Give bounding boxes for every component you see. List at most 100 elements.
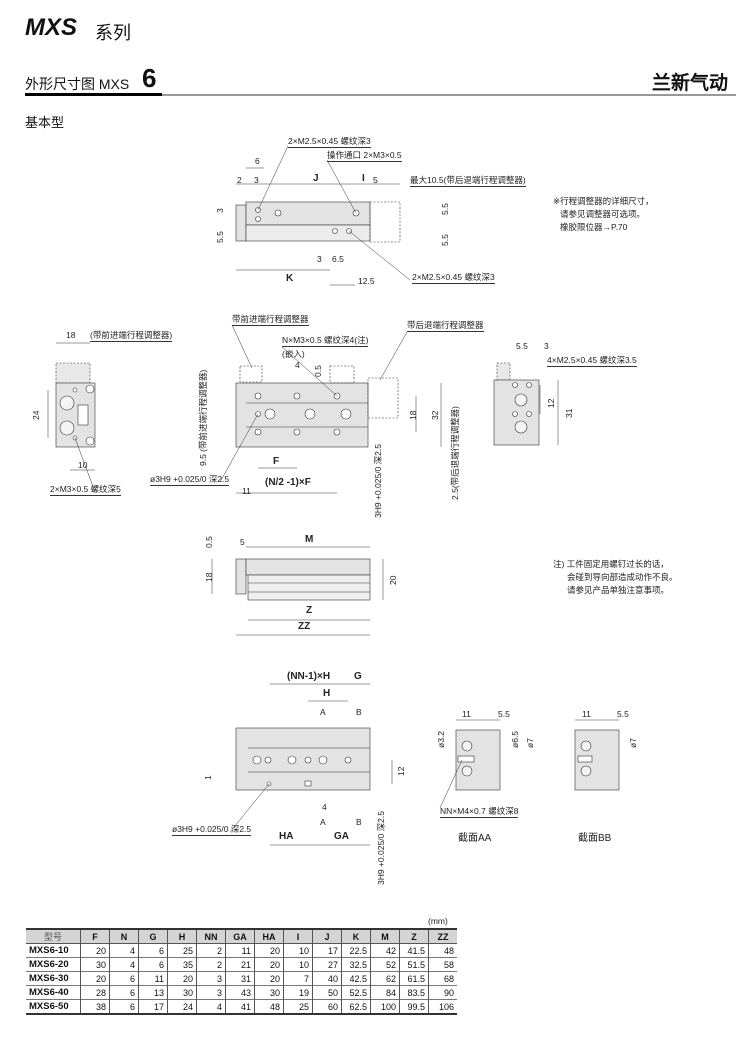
value-cell: 30 (167, 985, 197, 1000)
dim-3-right: 3 (544, 341, 549, 351)
value-cell: 10 (283, 943, 313, 958)
value-cell: 6 (109, 999, 139, 1014)
dim-GA: GA (334, 831, 349, 842)
model-cell: MXS6-50 (29, 1001, 69, 1012)
value-cell: 58 (428, 957, 457, 972)
dim-6.5: 6.5 (332, 254, 344, 264)
value-cell: 4 (196, 999, 226, 1014)
dim-ZZ: ZZ (298, 621, 311, 632)
value-cell: 13 (138, 985, 168, 1000)
bottom-pin-hole-callout: ø3H9 +0.025/0 深2.5 (172, 824, 252, 836)
value-cell: 83.5 (399, 985, 429, 1000)
value-cell: 4 (109, 957, 139, 972)
bottom-pin-hole-vertical: 3H9 +0.025/0 深2.5 (376, 811, 386, 885)
table-header-cell: 型号 (26, 929, 81, 944)
dim-G: G (354, 671, 362, 682)
side-view-end-block (235, 558, 247, 595)
value-cell: 4 (109, 943, 139, 958)
subtitle: 基本型 (25, 115, 65, 130)
dim-v2.5-rear: 2.5(带后退端行程调整器) (450, 406, 460, 500)
value-cell: 11 (138, 971, 168, 986)
adjuster-note-3: 橡胶限位器→P.70 (560, 222, 628, 232)
top-view-table (245, 201, 371, 226)
value-cell: 30 (254, 985, 284, 1000)
dim-12.5: 12.5 (358, 276, 375, 286)
value-cell: 19 (283, 985, 313, 1000)
value-cell: 20 (167, 971, 197, 986)
value-cell: 40 (312, 971, 342, 986)
front-adjuster-paren: (带前进端行程调整器) (90, 330, 173, 342)
series-name: MXS (25, 14, 78, 41)
value-cell: 84 (370, 985, 400, 1000)
value-cell: 41 (225, 999, 255, 1014)
title-rule-gray (162, 94, 736, 96)
embed-label: (嵌入) (282, 349, 305, 359)
table-header-cell: G (138, 929, 168, 944)
table-header-cell: K (341, 929, 371, 944)
value-cell: 7 (283, 971, 313, 986)
value-cell: 106 (428, 999, 457, 1014)
caution-note-1: 注) 工件固定用螺钉过长的话， (553, 559, 669, 569)
bottom-dim-v1: 1 (203, 775, 213, 780)
value-cell: 52 (370, 957, 400, 972)
dim-v5.5-right-a: 5.5 (440, 203, 450, 215)
value-cell: 11 (225, 943, 255, 958)
value-cell: 31 (225, 971, 255, 986)
value-cell: 25 (167, 943, 197, 958)
pin-hole-callout: ø3H9 +0.025/0 深2.5 (150, 474, 230, 486)
value-cell: 41.5 (399, 943, 429, 958)
model-cell: MXS6-40 (29, 987, 69, 998)
value-cell: 100 (370, 999, 400, 1014)
operating-port-label: 操作通口 2×M3×0.5 (327, 150, 402, 162)
bottom-callout-thread: 2×M2.5×0.45 螺纹深3 (412, 272, 495, 284)
section-title: 外形尺寸图 MXS (25, 76, 130, 92)
value-cell: 20 (254, 957, 284, 972)
right-thread-callout: 4×M2.5×0.45 螺纹深3.5 (547, 355, 637, 367)
bb-dim-5.5: 5.5 (617, 709, 629, 719)
dim-6: 6 (255, 156, 260, 166)
table-header-cell: HA (254, 929, 284, 944)
bb-dim-d7: ø7 (628, 738, 638, 748)
dim-18: 18 (66, 330, 76, 340)
value-cell: 42.5 (341, 971, 371, 986)
end-thread-callout: 2×M3×0.5 螺纹深5 (50, 484, 121, 496)
table-header-cell: ZZ (428, 929, 457, 944)
side-dim-5: 5 (240, 537, 245, 547)
value-cell: 6 (109, 985, 139, 1000)
value-cell: 21 (225, 957, 255, 972)
value-cell: 62 (370, 971, 400, 986)
front-adjuster-label: 带前进端行程调整器 (232, 314, 309, 326)
dim-5: 5 (373, 175, 378, 185)
dim-v32: 32 (430, 410, 440, 420)
dim-10: 10 (78, 460, 88, 470)
dim-v5.5-right-b: 5.5 (440, 234, 450, 246)
value-cell: 90 (428, 985, 457, 1000)
top-view-end-block (235, 204, 247, 242)
dim-Z: Z (306, 605, 313, 616)
value-cell: 6 (138, 943, 168, 958)
value-cell: 61.5 (399, 971, 429, 986)
adjuster-note-2: 请参见调整器可选项。 (560, 209, 646, 219)
aa-dim-5.5: 5.5 (498, 709, 510, 719)
side-dim-v0.5: 0.5 (204, 536, 214, 548)
dim-v24: 24 (31, 410, 41, 420)
value-cell: 17 (312, 943, 342, 958)
table-header-cell: M (370, 929, 400, 944)
dim-4: 4 (295, 360, 300, 370)
section-aa-title: 截面AA (458, 833, 492, 844)
aa-dim-d3.2: ø3.2 (436, 730, 446, 748)
dim-I: I (362, 173, 365, 184)
nf-formula: (N/2 -1)×F (265, 477, 311, 488)
dim-nn-h: (NN-1)×H (287, 671, 331, 682)
value-cell: 48 (254, 999, 284, 1014)
top-callout-thread: 2×M2.5×0.45 螺纹深3 (288, 136, 371, 148)
value-cell: 50 (312, 985, 342, 1000)
section-mark-a-top: A (320, 707, 326, 717)
nn-thread-callout: NN×M4×0.7 螺纹深8 (440, 806, 519, 818)
caution-note-3: 请参见产品单独注意事项。 (567, 585, 670, 595)
value-cell: 20 (80, 943, 110, 958)
end-view-adjuster (55, 362, 91, 384)
